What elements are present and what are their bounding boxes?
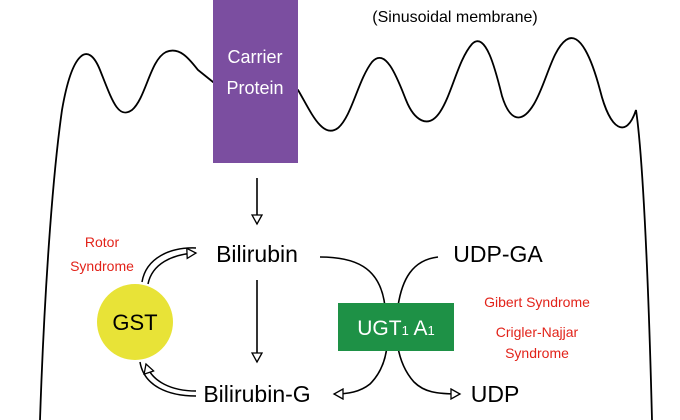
udp-ga-label: UDP-GA <box>453 241 543 267</box>
rotor-syndrome-line2: Syndrome <box>70 258 134 274</box>
gilbert-syndrome-label: Gibert Syndrome <box>484 294 590 310</box>
carrier-label-line1: Carrier <box>227 47 282 67</box>
cell-membrane <box>39 37 653 420</box>
crigler-najjar-line1: Crigler-Najjar <box>496 324 579 340</box>
gst-binding-arrow-bottom <box>146 364 197 392</box>
udp-label: UDP <box>471 381 520 407</box>
gst-enzyme <box>97 284 173 360</box>
ugt1a1-label: UGT1 A1 <box>357 317 434 340</box>
crigler-najjar-line2: Syndrome <box>505 345 569 361</box>
gst-binding-line-bottom <box>139 361 197 397</box>
bilirubin-g-label: Bilirubin-G <box>203 381 310 407</box>
gst-label: GST <box>112 310 157 335</box>
carrier-label-line2: Protein <box>226 78 283 98</box>
gst-binding-arrow-top <box>147 253 196 285</box>
gst-binding-line-top <box>141 247 197 283</box>
membrane-label: (Sinusoidal membrane) <box>372 9 537 26</box>
bilirubin-label: Bilirubin <box>216 241 298 267</box>
ugt1a1-enzyme <box>338 303 454 351</box>
rotor-syndrome-line1: Rotor <box>85 234 120 250</box>
carrier-protein <box>213 0 298 163</box>
